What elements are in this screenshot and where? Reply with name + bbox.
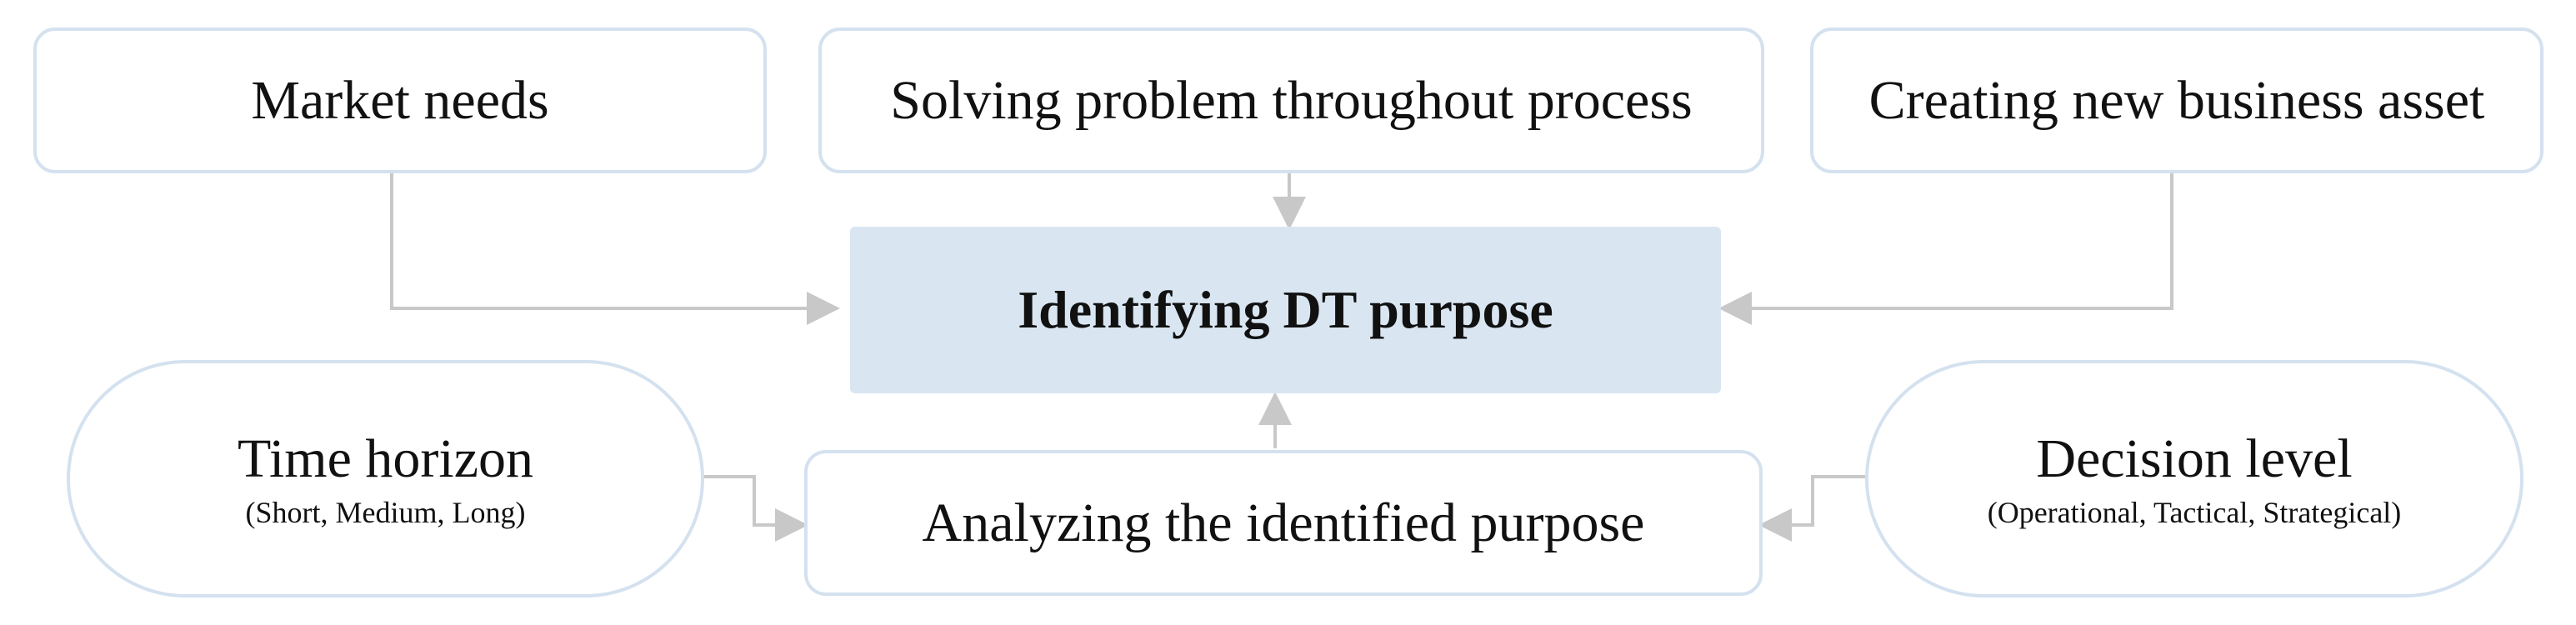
market-needs-label: Market needs: [251, 69, 549, 131]
decision-level-title: Decision level: [2036, 428, 2353, 489]
decision-level-pill: Decision level (Operational, Tactical, S…: [1865, 360, 2523, 598]
arrow-market-to-central: [390, 173, 840, 325]
solving-problem-label: Solving problem throughout process: [890, 69, 1693, 131]
central-purpose-label: Identifying DT purpose: [1018, 280, 1553, 340]
decision-level-subtitle: (Operational, Tactical, Strategical): [1987, 496, 2402, 530]
new-asset-box: Creating new business asset: [1810, 28, 2543, 173]
arrow-asset-to-central: [1718, 173, 2173, 325]
solving-problem-box: Solving problem throughout process: [818, 28, 1764, 173]
analyzing-label: Analyzing the identified purpose: [922, 492, 1645, 553]
time-horizon-subtitle: (Short, Medium, Long): [245, 496, 526, 530]
analyzing-box: Analyzing the identified purpose: [804, 450, 1763, 596]
arrow-time-to-analyzing: [704, 475, 808, 542]
new-asset-label: Creating new business asset: [1868, 69, 2485, 131]
time-horizon-pill: Time horizon (Short, Medium, Long): [67, 360, 704, 598]
market-needs-box: Market needs: [33, 28, 767, 173]
central-purpose-box: Identifying DT purpose: [850, 227, 1721, 393]
time-horizon-title: Time horizon: [237, 428, 534, 489]
arrow-decision-to-analyzing: [1758, 475, 1865, 542]
